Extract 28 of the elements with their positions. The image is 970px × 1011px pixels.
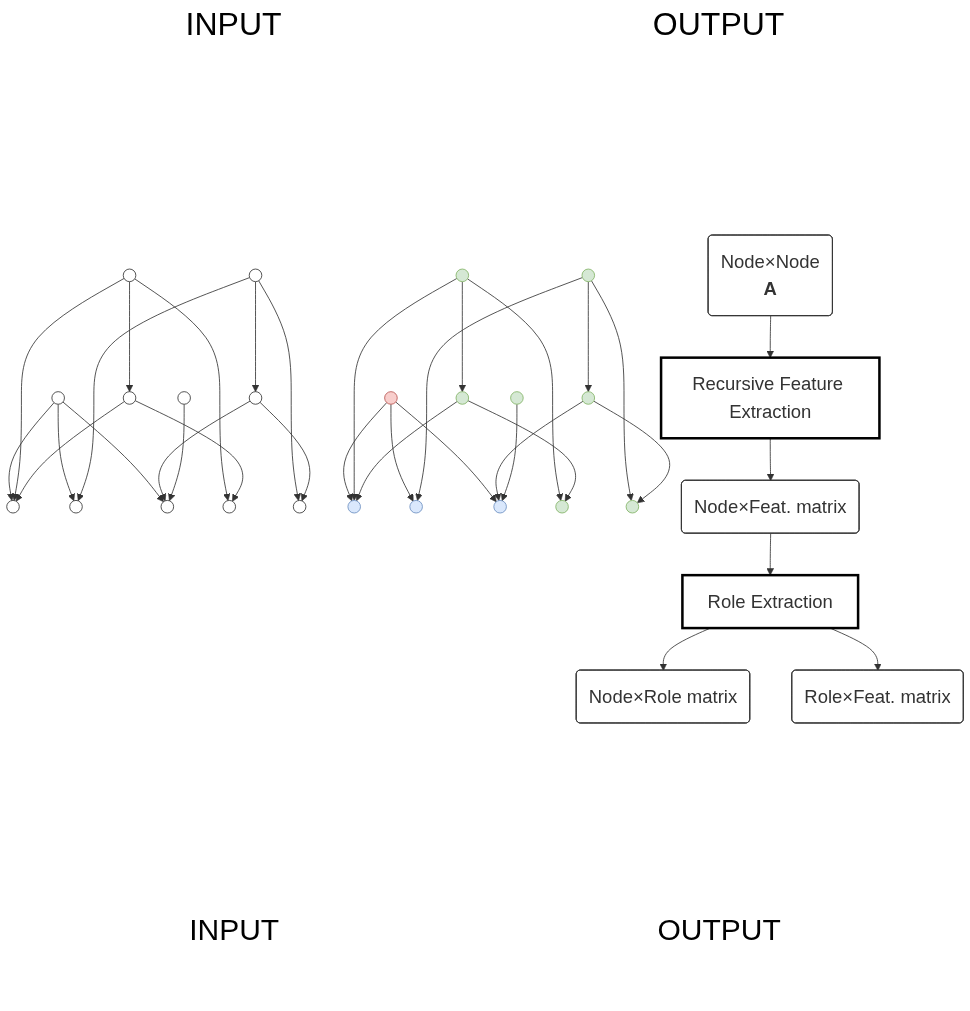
node-circle: [555, 500, 569, 514]
node-box: Recursive Feature Extraction: [659, 356, 881, 440]
node-circle: [248, 391, 263, 405]
node-circle: [51, 391, 65, 405]
node-circle: [69, 500, 83, 514]
node-circle: [581, 268, 595, 283]
node-circle: [122, 391, 137, 405]
graph-heading: OUTPUT: [652, 6, 785, 43]
node-box: Role Extraction: [681, 573, 860, 630]
node-circle: [409, 500, 423, 514]
graph-heading: INPUT: [185, 6, 282, 43]
node-circle: [177, 391, 191, 405]
node-circle: [347, 500, 361, 514]
node-circle: [222, 500, 236, 514]
node-circle: [6, 500, 20, 514]
flow-label: INPUT: [189, 913, 280, 947]
node-circle: [160, 500, 175, 514]
node-circle: [122, 268, 137, 283]
node-circle: [493, 500, 507, 514]
node-circle: [455, 391, 470, 405]
node-circle: [292, 500, 307, 514]
node-circle: [455, 268, 470, 283]
node-circle: [581, 391, 595, 405]
node-circle: [625, 500, 640, 514]
flow-label: OUTPUT: [657, 913, 781, 947]
node-circle: [248, 268, 263, 283]
node-circle: [510, 391, 524, 405]
node-circle: [384, 391, 398, 405]
